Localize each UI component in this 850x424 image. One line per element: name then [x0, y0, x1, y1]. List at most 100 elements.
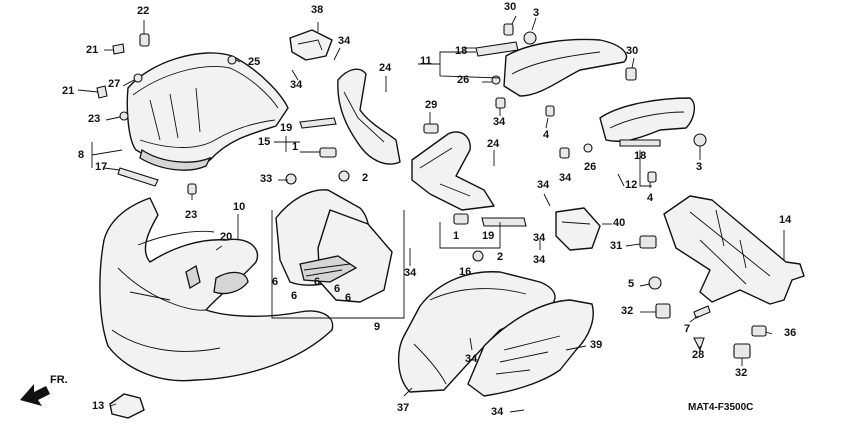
clip-1: [319, 147, 337, 158]
callout-34: 34: [533, 232, 546, 244]
bracket-32b: [733, 343, 751, 359]
figure-code: MAT4-F3500C: [688, 402, 754, 413]
nut-2b: [472, 250, 484, 262]
air-duct-37: [397, 271, 556, 393]
callout-15: 15: [258, 136, 271, 148]
callout-6: 6: [345, 292, 352, 304]
mirror-stay-left: [337, 68, 401, 165]
bolt-29: [423, 123, 439, 134]
callout-1: 1: [453, 230, 460, 242]
callout-34: 34: [537, 179, 550, 191]
callout-23: 23: [88, 113, 101, 125]
callout-2: 2: [362, 172, 369, 184]
clip-1b: [453, 213, 469, 225]
callout-26: 26: [584, 161, 597, 173]
clip-26: [491, 75, 501, 85]
callout-38: 38: [311, 4, 324, 16]
callout-16: 16: [459, 266, 472, 278]
grommet-3b: [693, 133, 707, 147]
trim-strip-19b: [481, 217, 527, 227]
clip-28: [693, 337, 705, 352]
callout-24: 24: [487, 138, 500, 150]
stay-bracket: [439, 222, 501, 249]
callout-34: 34: [491, 406, 504, 418]
inner-panel-11: [503, 38, 628, 97]
clip-33: [285, 173, 297, 185]
inner-panel-12: [599, 97, 696, 142]
callout-7: 7: [684, 323, 691, 335]
clip-26b: [583, 143, 593, 153]
front-direction-label: FR.: [50, 374, 68, 386]
callout-36: 36: [784, 327, 797, 339]
trim-strip-19: [299, 117, 337, 129]
callout-4: 4: [647, 192, 654, 204]
callout-32: 32: [621, 305, 634, 317]
collar-4b: [647, 171, 657, 183]
trim-strip-18: [475, 41, 519, 57]
callout-34: 34: [533, 254, 546, 266]
trim-strip-18b: [619, 139, 661, 147]
bracket-40: [555, 207, 601, 251]
callout-37: 37: [397, 402, 410, 414]
inner-panel: [275, 189, 393, 303]
screw-30b: [625, 67, 637, 81]
callout-39: 39: [590, 339, 603, 351]
callout-14: 14: [779, 214, 792, 226]
cover-13: [109, 393, 145, 419]
callout-11: 11: [420, 55, 432, 67]
callout-34: 34: [338, 35, 351, 47]
callout-17: 17: [95, 161, 108, 173]
lower-cowl-39: [467, 299, 594, 397]
callout-34: 34: [465, 353, 478, 365]
callout-30: 30: [626, 45, 639, 57]
callout-6: 6: [334, 283, 341, 295]
screw-30: [503, 23, 514, 36]
bolt-34h: [559, 147, 570, 159]
cable-7: [693, 305, 711, 319]
collar-4: [545, 105, 555, 117]
callout-34: 34: [493, 116, 506, 128]
callout-31: 31: [610, 240, 623, 252]
callout-6: 6: [272, 276, 279, 288]
callout-22: 22: [137, 5, 150, 17]
callout-27: 27: [108, 78, 121, 90]
bolt-34: [495, 97, 506, 109]
callout-40: 40: [613, 217, 626, 229]
bolt-36: [751, 325, 767, 337]
callout-24: 24: [379, 62, 392, 74]
callout-1: 1: [292, 141, 299, 153]
callout-6: 6: [314, 276, 321, 288]
callout-10: 10: [233, 201, 246, 213]
callout-12: 12: [625, 179, 638, 191]
mirror-stay-right: [411, 131, 495, 211]
front-arrow: [20, 384, 50, 406]
callout-5: 5: [628, 278, 635, 290]
bracket-32: [655, 303, 671, 319]
callout-8: 8: [78, 149, 85, 161]
callout-33: 33: [260, 173, 273, 185]
callout-23: 23: [185, 209, 198, 221]
callout-34: 34: [559, 172, 572, 184]
callout-6: 6: [291, 290, 298, 302]
callout-2: 2: [497, 251, 504, 263]
callout-20: 20: [220, 231, 233, 243]
windscreen: [126, 52, 289, 171]
callout-34: 34: [404, 267, 417, 279]
fairing-stay: [639, 195, 805, 305]
callout-28: 28: [692, 349, 705, 361]
callout-32: 32: [735, 367, 748, 379]
grommet-3: [523, 31, 537, 45]
callout-19: 19: [482, 230, 495, 242]
leader-lines: [77, 15, 785, 413]
callout-29: 29: [425, 99, 438, 111]
callout-34: 34: [290, 79, 303, 91]
callout-30: 30: [504, 1, 517, 13]
windscreen-hardware: [96, 33, 237, 195]
inner-panel-bracket: [271, 210, 405, 319]
callout-18: 18: [455, 45, 468, 57]
trim-strip-17: [117, 167, 159, 187]
callout-3: 3: [696, 161, 703, 173]
callout-21: 21: [86, 44, 99, 56]
